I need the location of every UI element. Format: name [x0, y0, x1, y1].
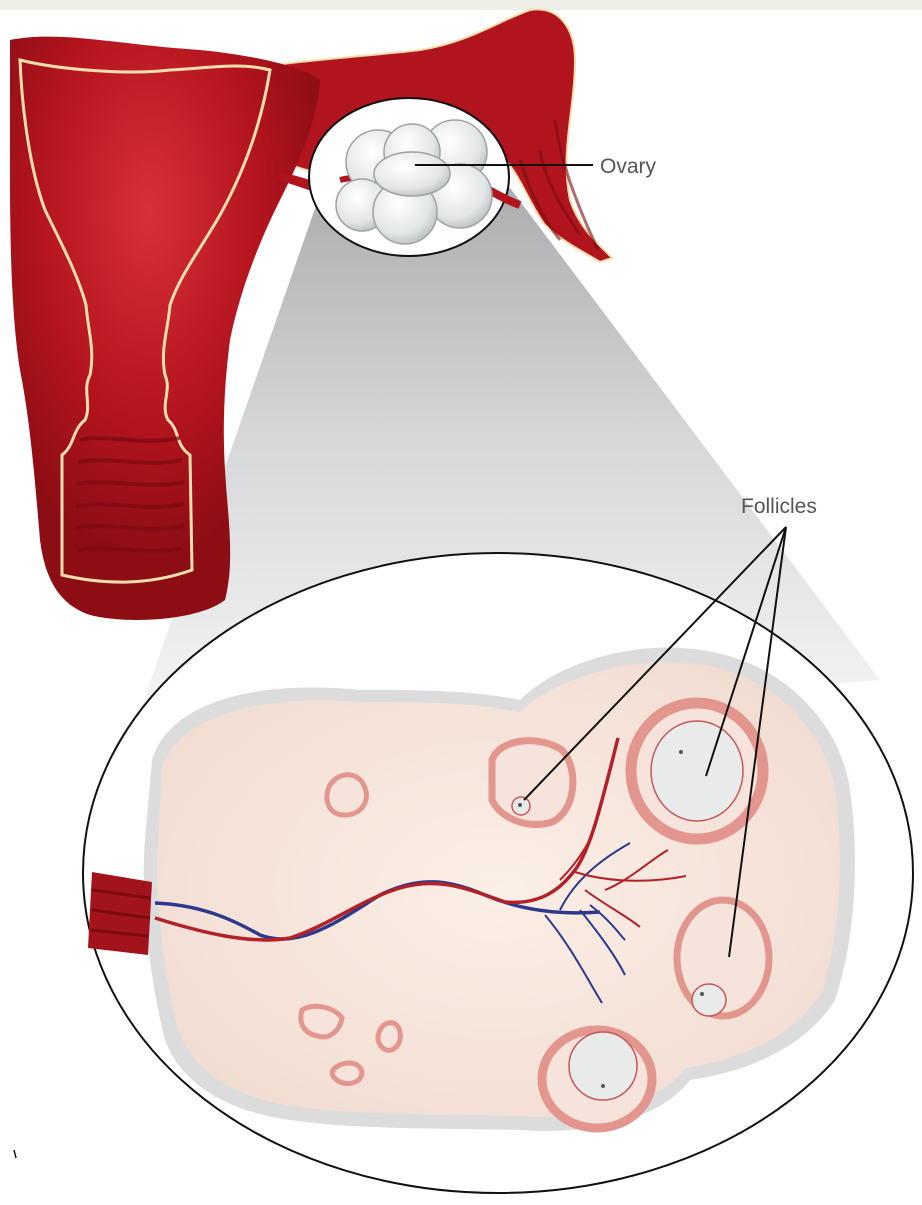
- top-band: [0, 0, 922, 10]
- ovary-label: Ovary: [600, 155, 657, 178]
- ovary-cross-section: [88, 647, 855, 1130]
- follicle-mature: [542, 1030, 652, 1128]
- ovary-lobe: [374, 152, 450, 196]
- corpus-albicans: [378, 1023, 400, 1051]
- follicle-antral: [631, 703, 763, 839]
- follicle-primary: [492, 741, 573, 825]
- corpus-albicans: [332, 1063, 362, 1083]
- corpus-albicans: [327, 775, 367, 815]
- follicles-label: Follicles: [741, 495, 817, 518]
- follicle-secondary: [677, 900, 769, 1016]
- corpus-albicans: [301, 1006, 342, 1037]
- edge-mark: [14, 1150, 16, 1158]
